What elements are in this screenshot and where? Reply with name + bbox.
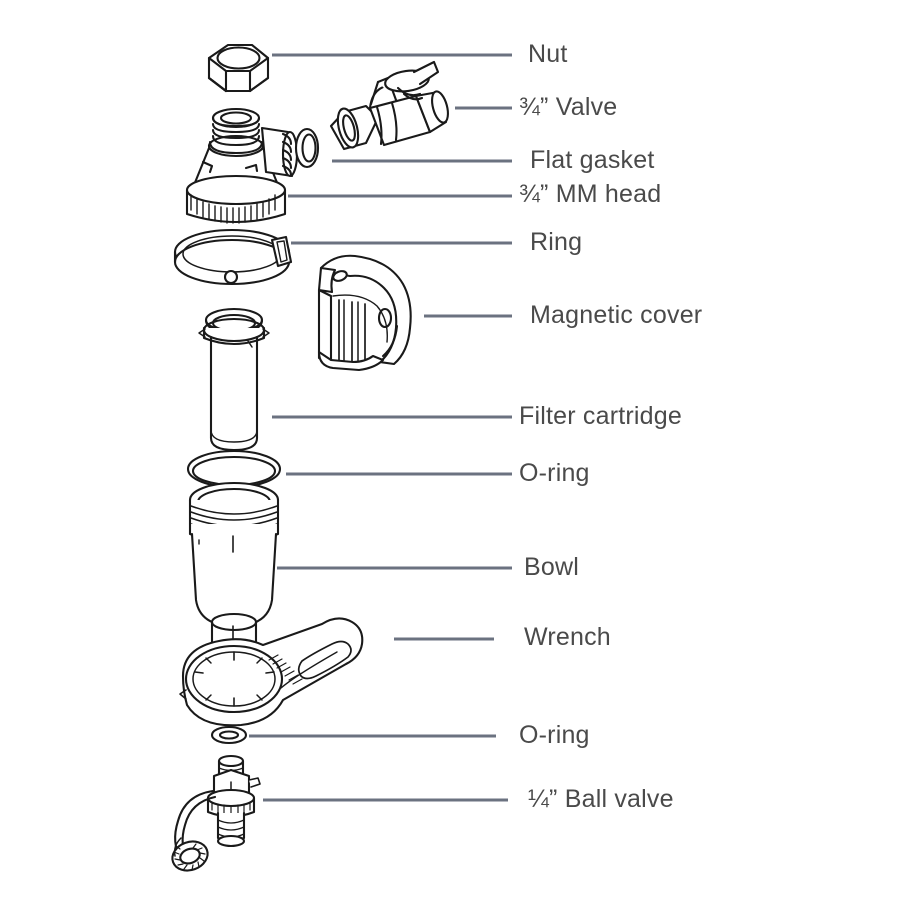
label-ball-valve: ¼” Ball valve [528, 785, 674, 813]
label-o-ring-top: O-ring [519, 459, 590, 487]
part-magnetic-cover [317, 254, 412, 372]
label-o-ring-bottom: O-ring [519, 721, 590, 749]
label-mm-head: ¾” MM head [519, 180, 662, 208]
part-flat-gasket [294, 127, 320, 169]
part-o-ring-bottom [210, 725, 248, 745]
part-ring [173, 228, 293, 286]
part-filter-cartridge [198, 307, 270, 452]
label-filter-cartridge: Filter cartridge [519, 402, 682, 430]
part-ball-valve [171, 754, 261, 872]
part-nut [207, 43, 270, 93]
part-mm-head [185, 107, 299, 224]
label-valve: ¾” Valve [519, 93, 618, 121]
label-nut: Nut [528, 40, 568, 68]
label-flat-gasket: Flat gasket [530, 146, 655, 174]
part-o-ring-top [186, 449, 282, 489]
label-wrench: Wrench [524, 623, 611, 651]
part-bowl [188, 481, 280, 650]
label-bowl: Bowl [524, 553, 579, 581]
label-magnetic-cover: Magnetic cover [530, 301, 703, 329]
label-ring: Ring [530, 228, 583, 256]
part-valve [329, 60, 449, 151]
part-wrench [179, 617, 364, 727]
